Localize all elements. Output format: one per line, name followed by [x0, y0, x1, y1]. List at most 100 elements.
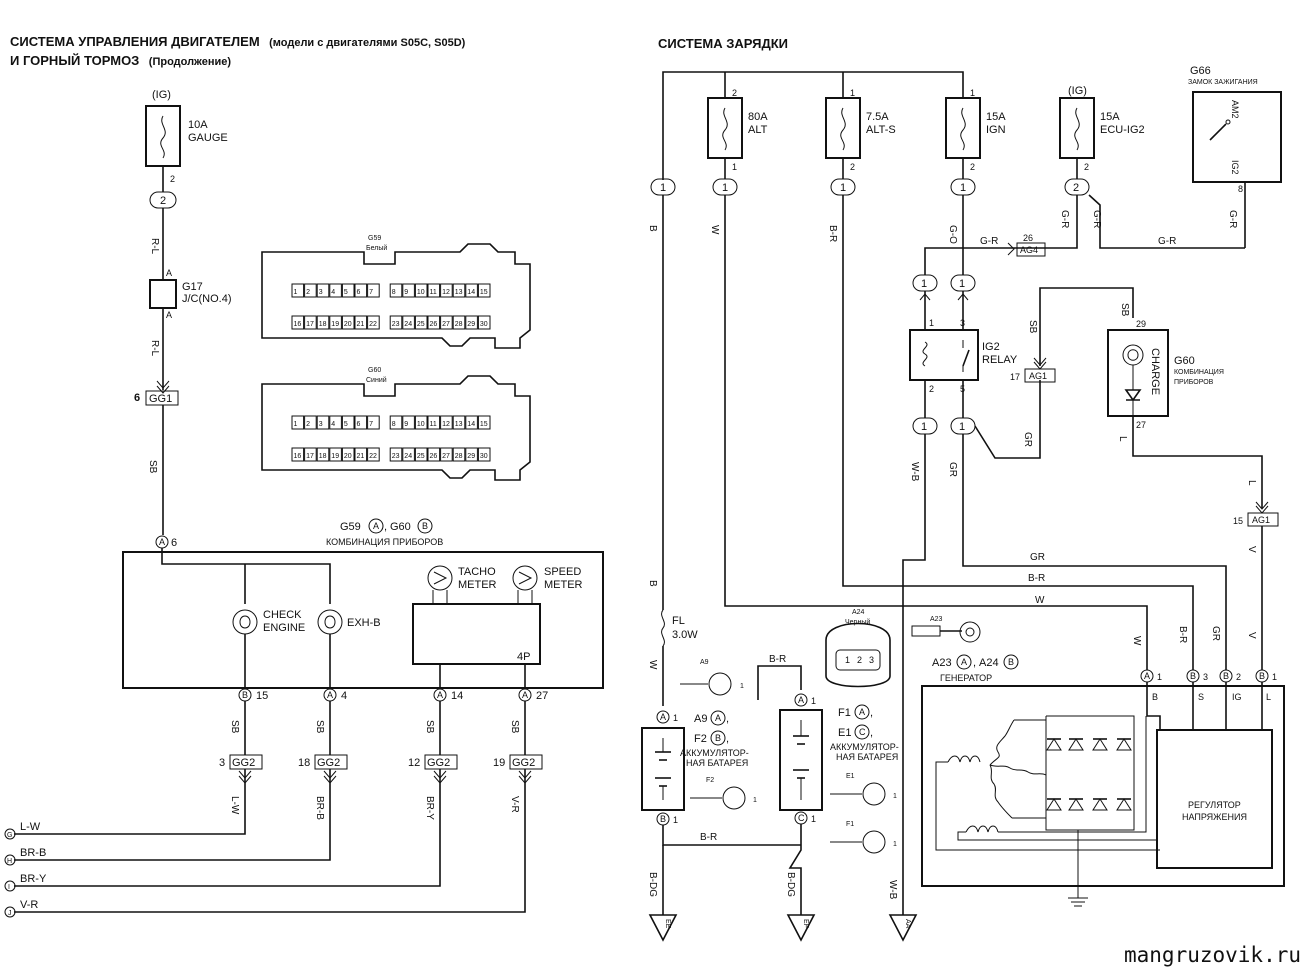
battery-1[interactable]: A 1 B 1 [641, 710, 685, 826]
svg-text:IG2: IG2 [982, 341, 1000, 353]
svg-text:A: A [1144, 671, 1150, 681]
svg-text:L-W: L-W [229, 796, 240, 815]
connector-cell [367, 283, 380, 298]
svg-text:НАЯ БАТАРЕЯ: НАЯ БАТАРЕЯ [836, 752, 898, 762]
svg-text:FL: FL [672, 615, 685, 627]
gg1-pin: 6 [134, 392, 140, 404]
connector-cell-num: 22 [369, 453, 377, 460]
connector-cell [427, 447, 441, 462]
ground-ee: EE [648, 914, 678, 942]
svg-text:GG2: GG2 [427, 757, 450, 769]
connector-cell [341, 315, 355, 330]
connector-cell [452, 447, 466, 462]
connector-cell [477, 283, 491, 298]
connector-cell-num: 22 [369, 321, 377, 328]
terminal-f2: F2 1 [690, 777, 757, 810]
meter-desc: КОМБИНАЦИЯ ПРИБОРОВ [326, 537, 443, 547]
fuse-ign[interactable]: 1 15A IGN 2 [945, 88, 1006, 172]
svg-text:BR-Y: BR-Y [424, 796, 435, 820]
fuse-ecu-ig2[interactable]: (IG) 15A ECU-IG2 2 [1059, 85, 1145, 172]
svg-text:ЗАМОК ЗАЖИГАНИЯ: ЗАМОК ЗАЖИГАНИЯ [1188, 79, 1258, 86]
left-title-line1: СИСТЕМА УПРАВЛЕНИЯ ДВИГАТЕЛЕМ (модели с … [10, 33, 466, 50]
ig2-relay[interactable]: 1 1 1 3 IG2 RELAY 2 5 1 1 [909, 274, 1018, 435]
ground-ef: EF [786, 914, 816, 942]
svg-text:G-R: G-R [1158, 236, 1176, 247]
connector-cell-num: 14 [467, 289, 475, 296]
connector-cell-num: 18 [319, 321, 327, 328]
svg-text:A: A [327, 690, 333, 700]
meter-module-4p[interactable] [412, 603, 541, 665]
svg-text:Черный: Черный [845, 618, 870, 626]
svg-text:V-R: V-R [509, 796, 520, 813]
svg-text:B-R: B-R [769, 654, 786, 665]
connector-cell [316, 447, 330, 462]
svg-text:2: 2 [857, 655, 862, 665]
connector-cell-num: 9 [404, 421, 408, 428]
fuse-alt-s[interactable]: 1 7.5A ALT-S 2 [825, 88, 896, 172]
svg-text:27: 27 [1136, 420, 1146, 430]
connector-cell [304, 415, 317, 430]
svg-text:Белый: Белый [366, 244, 387, 252]
svg-text:E1: E1 [846, 773, 855, 780]
svg-text:F1: F1 [838, 707, 851, 719]
connector-cell-num: 30 [480, 453, 488, 460]
connector-cell [389, 283, 403, 298]
wire-rl-bot: R-L [149, 340, 160, 357]
connector-cell [414, 315, 428, 330]
connector-cell [440, 283, 453, 298]
connector-cell-num: 10 [417, 289, 425, 296]
battery-bus [662, 71, 964, 180]
ignition-switch-g66[interactable]: G66 ЗАМОК ЗАЖИГАНИЯ AM2 IG2 8 G-R [1188, 65, 1282, 248]
fuse-alt[interactable]: 2 80A ALT 1 [707, 88, 768, 172]
connector-cell [414, 283, 428, 298]
svg-text:7.5A: 7.5A [866, 111, 889, 123]
connector-cell [354, 315, 368, 330]
connector-cell-num: 21 [357, 453, 365, 460]
svg-text:1: 1 [959, 421, 965, 433]
right-title: СИСТЕМА ЗАРЯДКИ [658, 36, 788, 51]
svg-text:SB: SB [1119, 303, 1130, 317]
svg-text:2: 2 [1073, 182, 1079, 194]
diode-icon [1046, 738, 1062, 751]
svg-text:B: B [1223, 671, 1229, 681]
battery-2[interactable]: A 1 C 1 [779, 693, 823, 825]
svg-text:B: B [715, 733, 721, 743]
connector-cell-num: 3 [319, 289, 323, 296]
connector-cell [440, 447, 453, 462]
svg-text:15A: 15A [986, 111, 1006, 123]
wire-b: B [647, 225, 658, 232]
watermark: mangruzovik.ru [1124, 943, 1300, 967]
svg-text:(IG): (IG) [1068, 85, 1087, 97]
check-engine-2: ENGINE [263, 622, 305, 634]
svg-text:3: 3 [219, 757, 225, 769]
svg-text:G: G [7, 832, 12, 839]
connector-cell-num: 1 [294, 289, 298, 296]
wire-w: W [709, 225, 720, 235]
svg-text:ПРИБОРОВ: ПРИБОРОВ [1174, 379, 1214, 386]
svg-text:B-DG: B-DG [785, 872, 796, 897]
junction-g17[interactable] [149, 279, 177, 309]
svg-text:EF: EF [802, 919, 809, 928]
svg-text:J: J [8, 910, 12, 917]
svg-text:1: 1 [893, 793, 897, 800]
svg-text:F2: F2 [694, 733, 707, 745]
jc-desc: J/C(NO.4) [182, 293, 232, 305]
generator-unit[interactable]: B S IG L РЕГУЛЯТОР НАПРЯЖЕНИЯ [921, 682, 1285, 907]
connector-cell-num: 11 [430, 421, 437, 428]
svg-text:B: B [422, 521, 428, 531]
svg-text:17: 17 [1010, 372, 1020, 382]
connector-gg1 [145, 390, 179, 406]
connector-cell [329, 415, 342, 430]
svg-text:SB: SB [1027, 320, 1038, 334]
svg-text:1: 1 [811, 696, 816, 706]
meter-in-pin: 6 [171, 537, 177, 549]
svg-text:V-R: V-R [20, 899, 38, 911]
svg-text:1: 1 [845, 655, 850, 665]
svg-text:Синий: Синий [366, 376, 387, 384]
connector-cell-num: 2 [306, 289, 310, 296]
svg-text:B: B [1190, 671, 1196, 681]
charge-lamp-g60[interactable]: 29 CHARGE G60 КОМБИНАЦИЯ ПРИБОРОВ 27 [1107, 319, 1224, 430]
svg-text:B: B [660, 814, 666, 824]
svg-text:2: 2 [970, 162, 975, 172]
